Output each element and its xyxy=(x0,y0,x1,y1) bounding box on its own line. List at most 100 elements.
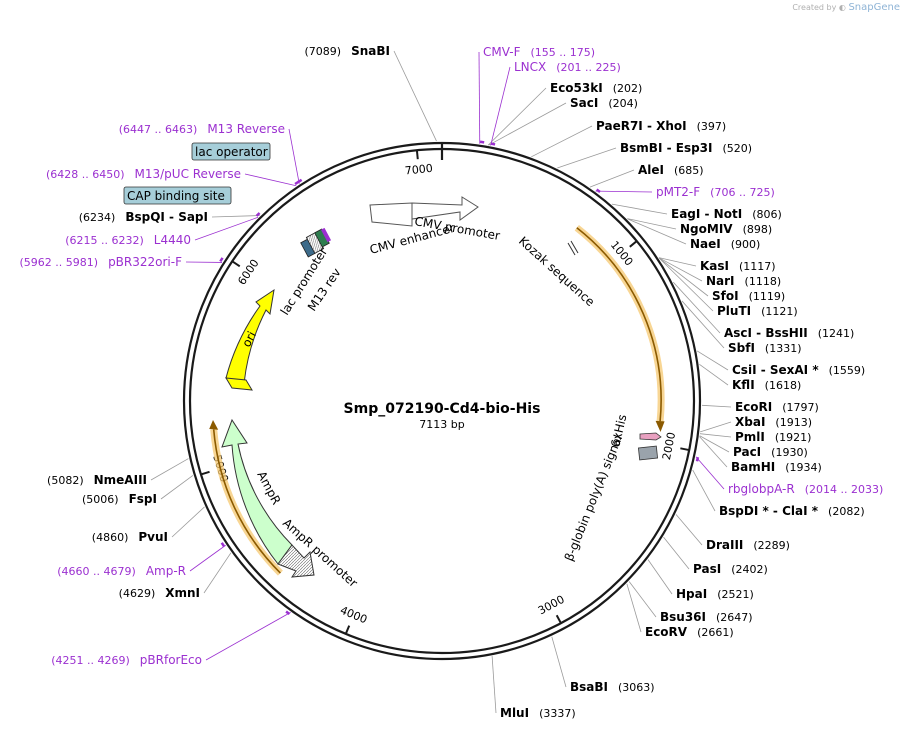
svg-text:rbglobpA-R(2014 .. 2033): rbglobpA-R(2014 .. 2033) xyxy=(728,482,883,496)
enzyme-label: EcoRV(2661) xyxy=(645,625,734,639)
enzyme-label: HpaI(2521) xyxy=(676,587,754,601)
svg-text:(7089)SnaBI: (7089)SnaBI xyxy=(305,44,390,58)
svg-text:HpaI(2521): HpaI(2521) xyxy=(676,587,754,601)
enzyme-label: EagI - NotI(806) xyxy=(671,207,782,221)
feature-label-ori: ori xyxy=(239,329,259,349)
primer-label: (6428 .. 6450)M13/pUC Reverse xyxy=(46,167,241,181)
enzyme-label: (5006)FspI xyxy=(82,492,157,506)
primer-mark xyxy=(490,142,496,146)
kozak-mark xyxy=(567,242,576,256)
primer-mark xyxy=(595,188,601,194)
svg-text:XbaI(1913): XbaI(1913) xyxy=(735,415,812,429)
svg-text:(5006)FspI: (5006)FspI xyxy=(82,492,157,506)
svg-text:KasI(1117): KasI(1117) xyxy=(700,259,776,273)
ori-arrow xyxy=(225,288,275,391)
svg-text:PasI(2402): PasI(2402) xyxy=(693,562,768,576)
svg-text:SfoI(1119): SfoI(1119) xyxy=(712,289,785,303)
enzyme-label: (7089)SnaBI xyxy=(305,44,390,58)
enzyme-label: BamHI(1934) xyxy=(731,460,822,474)
enzyme-label: PmlI(1921) xyxy=(735,430,811,444)
enzyme-label: (4629)XmnI xyxy=(119,586,200,600)
cmv-enhancer-arrow xyxy=(369,202,413,227)
tick-label: 6000 xyxy=(235,257,261,288)
primer-marks xyxy=(219,140,700,616)
primer-label: (5962 .. 5981)pBR322ori-F xyxy=(20,255,183,269)
svg-text:NarI(1118): NarI(1118) xyxy=(706,274,781,288)
svg-text:BamHI(1934): BamHI(1934) xyxy=(731,460,822,474)
leader-lines xyxy=(150,50,732,714)
svg-text:CsiI - SexAI *(1559): CsiI - SexAI *(1559) xyxy=(732,363,865,377)
ampr-orf-arc xyxy=(209,420,283,576)
enzyme-label: NgoMIV(898) xyxy=(680,222,772,236)
tick-mark xyxy=(344,625,351,635)
enzyme-label: PluTI(1121) xyxy=(717,304,798,318)
enzyme-label: PaeR7I - XhoI(397) xyxy=(596,119,726,133)
enzyme-label: CsiI - SexAI *(1559) xyxy=(732,363,865,377)
enzyme-label: BsmBI - Esp3I(520) xyxy=(620,141,752,155)
svg-text:lac operator: lac operator xyxy=(195,145,268,159)
svg-text:pMT2-F(706 .. 725): pMT2-F(706 .. 725) xyxy=(656,185,775,199)
enzyme-label: DraIII(2289) xyxy=(706,538,790,552)
enzyme-label: Eco53kI(202) xyxy=(550,81,642,95)
tick-label: 3000 xyxy=(536,593,567,618)
svg-text:PacI(1930): PacI(1930) xyxy=(733,445,808,459)
enzyme-label: KasI(1117) xyxy=(700,259,776,273)
svg-text:NgoMIV(898): NgoMIV(898) xyxy=(680,222,772,236)
svg-text:SacI(204): SacI(204) xyxy=(570,96,638,110)
tick-mark xyxy=(680,447,690,452)
primer-mark xyxy=(255,212,261,217)
enzyme-label: BsaBI(3063) xyxy=(570,680,655,694)
svg-text:PmlI(1921): PmlI(1921) xyxy=(735,430,811,444)
primer-mark xyxy=(294,180,300,186)
enzyme-label: AscI - BssHII(1241) xyxy=(724,326,854,340)
m13-rev-feature xyxy=(320,227,332,243)
enzyme-label: (4860)PvuI xyxy=(92,530,168,544)
tick-mark xyxy=(200,470,210,476)
enzyme-label: NaeI(900) xyxy=(690,237,760,251)
primer-label: (4251 .. 4269)pBRforEco xyxy=(51,653,202,667)
plasmid-name: Smp_072190-Cd4-bio-His xyxy=(344,401,541,417)
enzyme-label: SbfI(1331) xyxy=(728,341,802,355)
enzyme-label: PasI(2402) xyxy=(693,562,768,576)
svg-text:(6215 .. 6232)L4440: (6215 .. 6232)L4440 xyxy=(65,233,191,247)
svg-text:Eco53kI(202): Eco53kI(202) xyxy=(550,81,642,95)
enzyme-label: NarI(1118) xyxy=(706,274,781,288)
enzyme-label: SacI(204) xyxy=(570,96,638,110)
svg-text:CAP binding site: CAP binding site xyxy=(127,189,225,203)
primer-label: (6447 .. 6463)M13 Reverse xyxy=(119,122,285,136)
svg-text:PaeR7I - XhoI(397): PaeR7I - XhoI(397) xyxy=(596,119,726,133)
enzyme-label: MluI(3337) xyxy=(500,706,576,720)
svg-text:BspDI * - ClaI *(2082): BspDI * - ClaI *(2082) xyxy=(719,504,865,518)
plasmid-length: 7113 bp xyxy=(419,418,464,431)
svg-text:(6234)BspQI - SapI: (6234)BspQI - SapI xyxy=(79,210,208,224)
enzyme-label: Bsu36I(2647) xyxy=(660,610,753,624)
svg-text:SbfI(1331): SbfI(1331) xyxy=(728,341,802,355)
tick-label: 7000 xyxy=(404,162,433,178)
enzyme-label: EcoRI(1797) xyxy=(735,400,819,414)
primer-label: LNCX(201 .. 225) xyxy=(514,60,621,74)
svg-text:KflI(1618): KflI(1618) xyxy=(732,378,801,392)
svg-text:(4860)PvuI: (4860)PvuI xyxy=(92,530,168,544)
svg-text:(6428 .. 6450)M13/pUC Reverse: (6428 .. 6450)M13/pUC Reverse xyxy=(46,167,241,181)
primer-label: pMT2-F(706 .. 725) xyxy=(656,185,775,199)
enzyme-label: AleI(685) xyxy=(638,163,704,177)
snapgene-logo-icon: ◐ xyxy=(838,3,846,12)
svg-text:(4251 .. 4269)pBRforEco: (4251 .. 4269)pBRforEco xyxy=(51,653,202,667)
svg-text:DraIII(2289): DraIII(2289) xyxy=(706,538,790,552)
tick-mark xyxy=(555,614,562,624)
primer-mark xyxy=(479,140,485,144)
feature-label-polya: β-globin poly(A) signal xyxy=(562,433,626,563)
svg-text:(5962 .. 5981)pBR322ori-F: (5962 .. 5981)pBR322ori-F xyxy=(20,255,183,269)
primer-mark xyxy=(695,456,700,462)
svg-text:AleI(685): AleI(685) xyxy=(638,163,704,177)
svg-text:BsmBI - Esp3I(520): BsmBI - Esp3I(520) xyxy=(620,141,752,155)
tick-mark xyxy=(231,260,241,268)
tick-mark xyxy=(629,240,638,248)
primer-mark xyxy=(297,178,303,184)
tick-label: 4000 xyxy=(338,604,369,627)
polya-signal-feature xyxy=(637,445,659,461)
svg-text:(4629)XmnI: (4629)XmnI xyxy=(119,586,200,600)
primer-label: rbglobpA-R(2014 .. 2033) xyxy=(728,482,883,496)
snapgene-watermark: Created by ◐ SnapGene xyxy=(792,2,900,13)
svg-text:AscI - BssHII(1241): AscI - BssHII(1241) xyxy=(724,326,854,340)
